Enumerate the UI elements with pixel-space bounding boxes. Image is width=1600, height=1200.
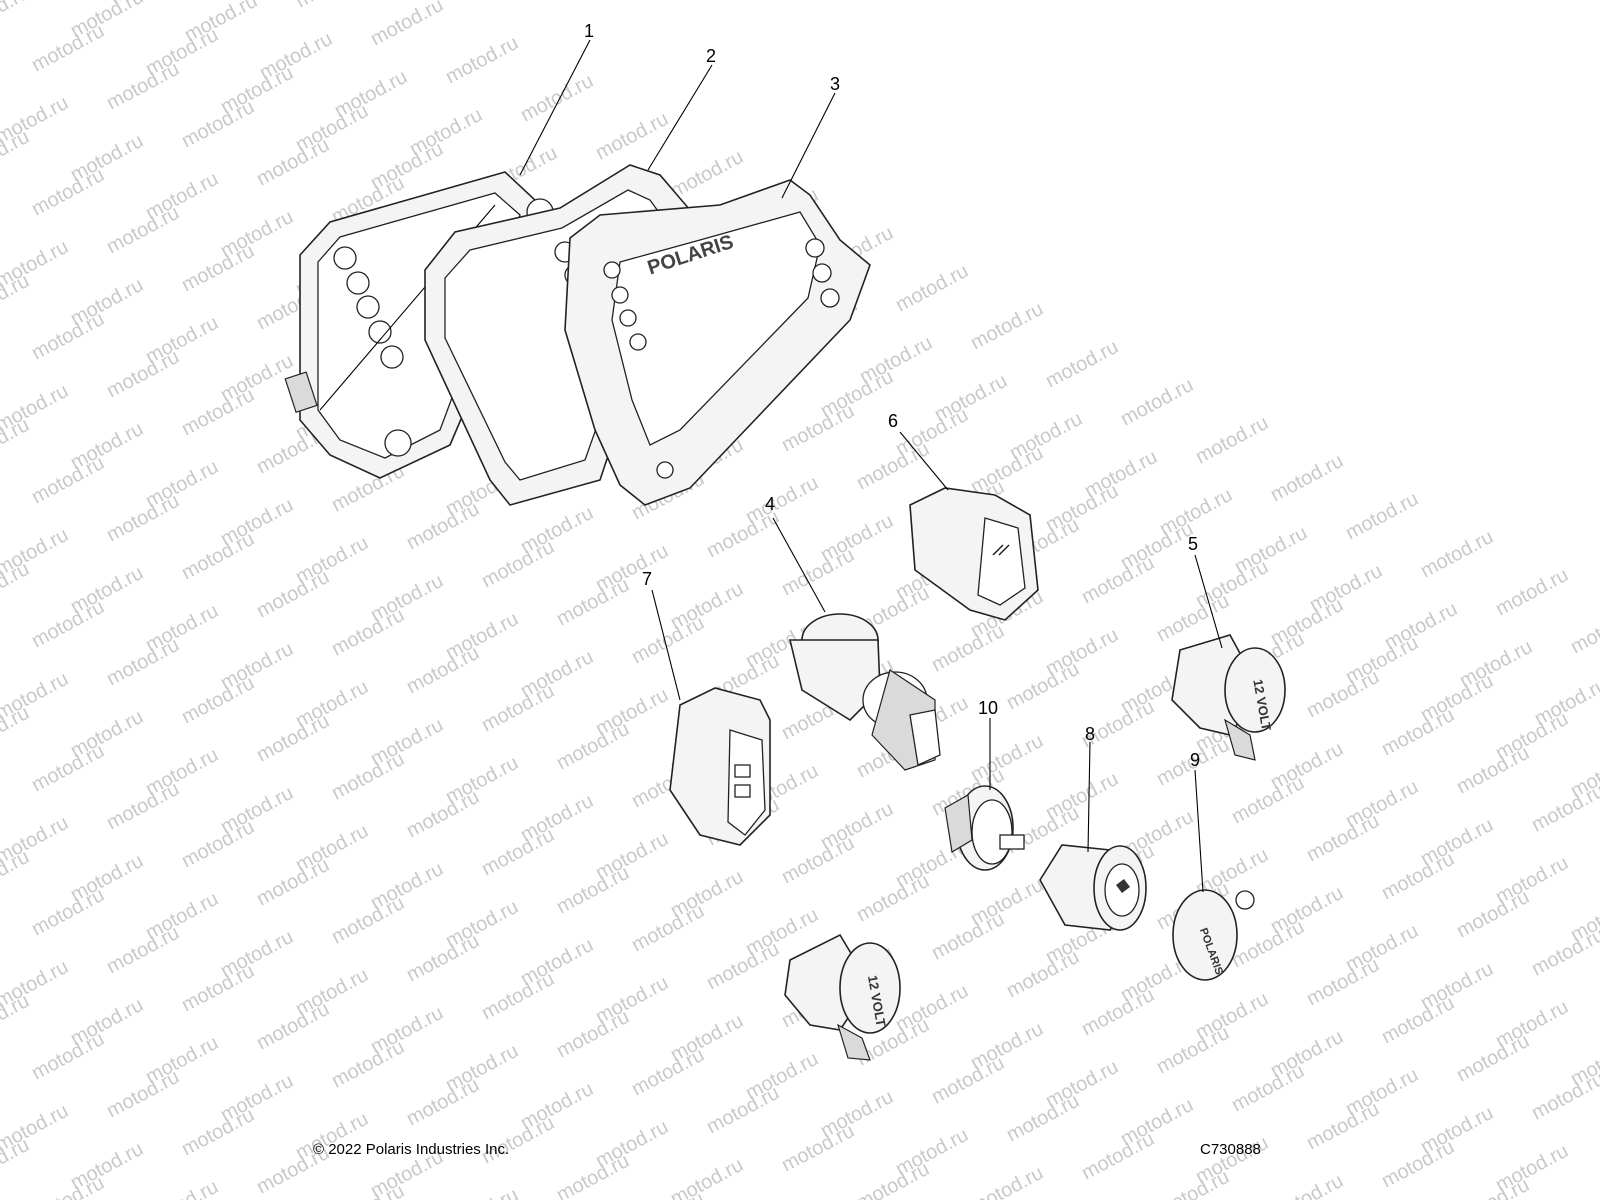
rocker-switch-upper bbox=[909, 487, 1039, 621]
ignition-switch bbox=[788, 613, 941, 771]
callout-number-8: 8 bbox=[1085, 724, 1095, 744]
callout-number-1: 1 bbox=[584, 21, 594, 41]
callout-leader-7 bbox=[651, 589, 681, 701]
callout-number-2: 2 bbox=[706, 46, 716, 66]
adapter-nut bbox=[944, 785, 1025, 871]
callout-number-9: 9 bbox=[1190, 750, 1200, 770]
callout-leader-1 bbox=[519, 39, 591, 176]
callout-leader-3 bbox=[781, 92, 836, 199]
copyright-text: © 2022 Polaris Industries Inc. bbox=[313, 1141, 510, 1158]
callout-leader-5 bbox=[1194, 554, 1223, 649]
callout-leader-9 bbox=[1194, 769, 1204, 893]
power-socket-12v-lower: 12 VOLT bbox=[784, 933, 901, 1061]
callout-leader-8 bbox=[1087, 741, 1091, 853]
callout-leader-4 bbox=[772, 517, 826, 613]
callout-number-4: 4 bbox=[765, 494, 775, 514]
callout-number-3: 3 bbox=[830, 74, 840, 94]
callout-number-5: 5 bbox=[1188, 534, 1198, 554]
usb-port-housing bbox=[1039, 844, 1147, 931]
power-socket-12v: 12 VOLT bbox=[1171, 634, 1286, 761]
callout-number-10: 10 bbox=[978, 698, 998, 718]
usb-cap: POLARIS bbox=[1172, 889, 1255, 981]
rocker-switch-lower bbox=[669, 687, 771, 846]
callout-group: 1 2 3 4 5 6 7 8 9 10 bbox=[519, 21, 1223, 893]
callout-number-7: 7 bbox=[642, 569, 652, 589]
drawing-number: C730888 bbox=[1200, 1141, 1261, 1158]
callout-leader-6 bbox=[899, 431, 949, 491]
polaris-bezel: POLARIS bbox=[564, 179, 871, 506]
callout-leader-2 bbox=[647, 64, 713, 171]
callout-number-6: 6 bbox=[888, 411, 898, 431]
